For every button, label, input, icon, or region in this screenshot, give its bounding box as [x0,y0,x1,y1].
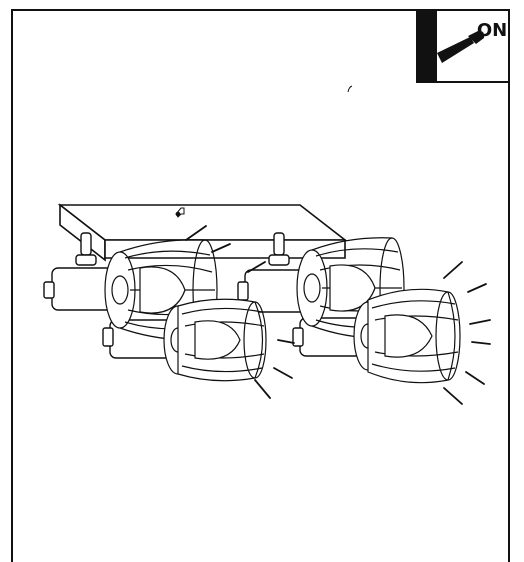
cage-shade-1 [104,239,218,341]
on-label: ON [477,20,507,41]
spot-joints [75,232,290,266]
ceiling-plate [57,203,348,262]
light-rays-icon [185,225,491,405]
on-badge: ON [416,9,510,83]
switch-lever-icon [417,10,485,82]
stray-mark [347,85,353,93]
page-border [11,9,510,562]
cage-shade-4 [353,288,461,384]
cage-shade-3 [163,298,267,382]
